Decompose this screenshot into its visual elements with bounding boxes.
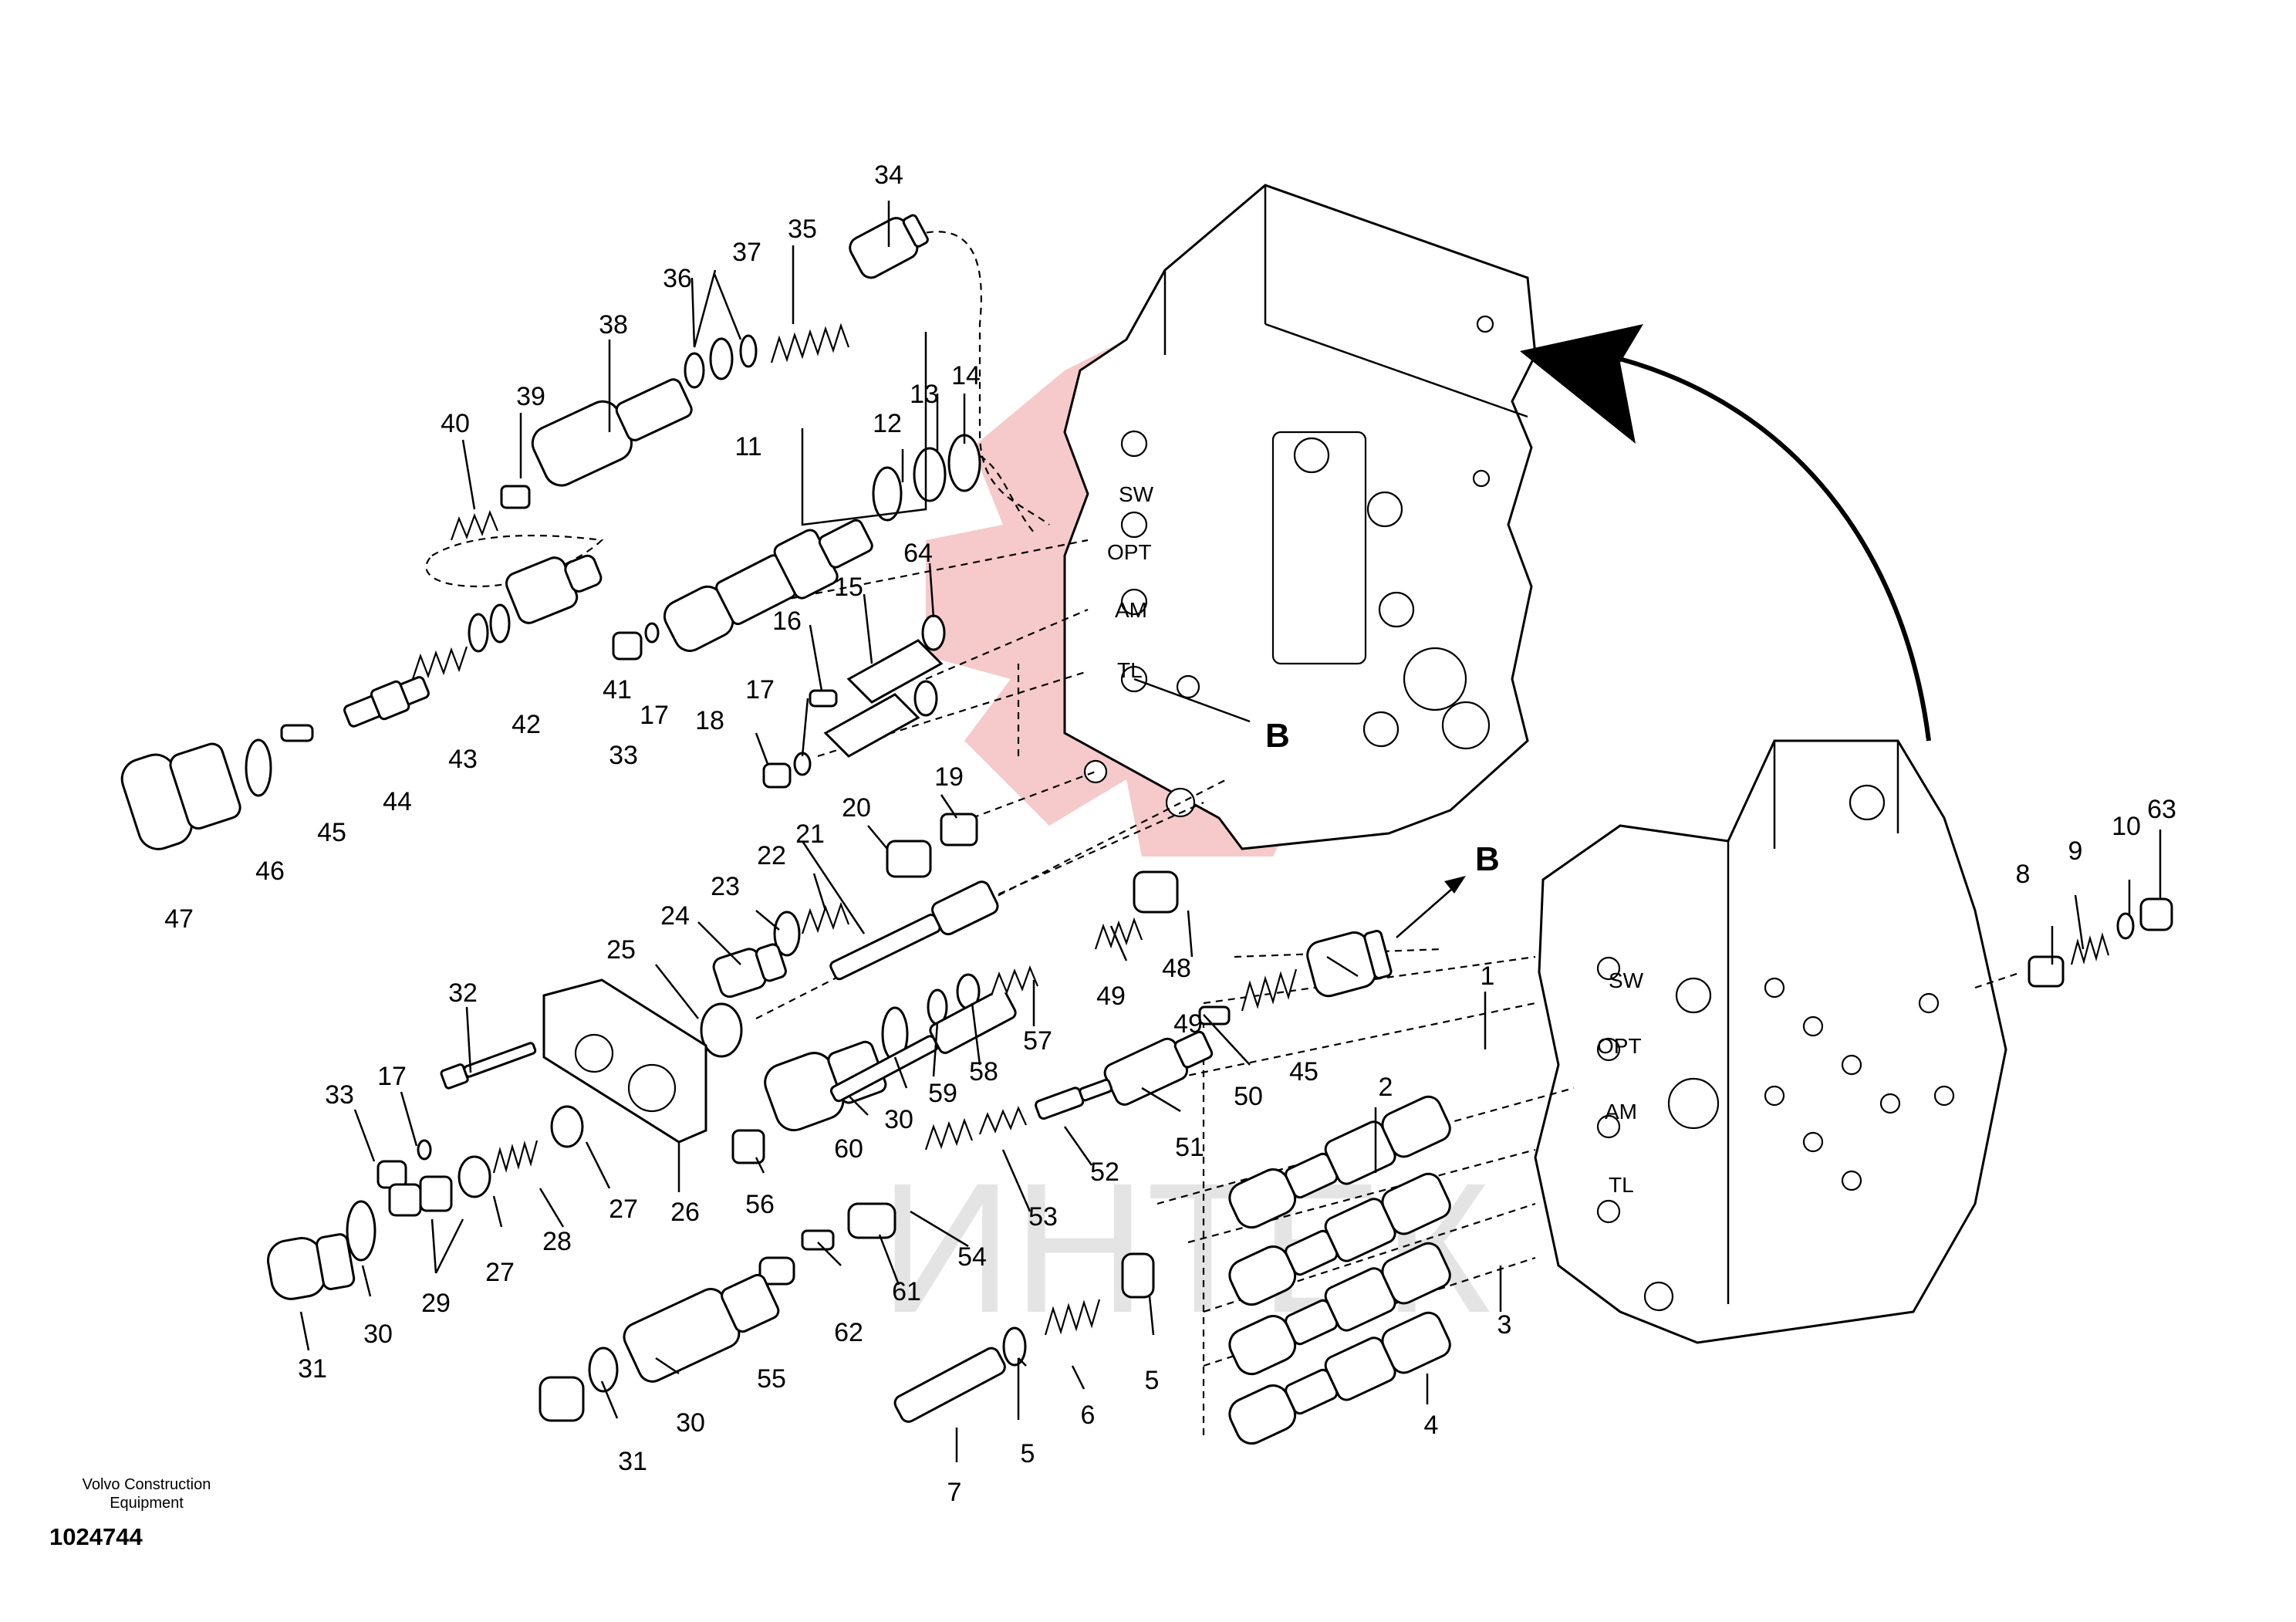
label-part-53: 53 — [1028, 1202, 1058, 1232]
label-part-8: 8 — [2016, 860, 2031, 889]
label-part-25: 25 — [606, 935, 636, 965]
label-part-38: 38 — [599, 310, 628, 340]
label-part-28: 28 — [542, 1227, 572, 1256]
label-part-63: 63 — [2147, 795, 2176, 824]
label-part-29: 29 — [421, 1289, 451, 1318]
label-part-7: 7 — [947, 1478, 962, 1507]
label-part-13: 13 — [910, 380, 939, 409]
label-part-51: 51 — [1175, 1133, 1204, 1162]
label-part-17-lower: 17 — [377, 1062, 407, 1091]
label-part-5-lower: 5 — [1021, 1439, 1035, 1468]
label-part-33-upper: 33 — [609, 741, 638, 770]
label-part-17-mid: 17 — [745, 675, 775, 705]
port-label-opt-lower: OPT — [1597, 1034, 1642, 1058]
port-label-tl-lower: TL — [1609, 1173, 1634, 1197]
label-part-15: 15 — [834, 573, 863, 602]
part-labels: 34 35 37 36 38 39 40 11 12 13 14 64 15 1… — [164, 161, 2176, 1507]
label-part-47: 47 — [164, 904, 194, 934]
label-part-62: 62 — [834, 1318, 863, 1347]
parts-drawings — [120, 214, 2173, 1445]
label-part-27-right: 27 — [609, 1195, 638, 1224]
label-part-19: 19 — [934, 762, 964, 792]
label-part-55: 55 — [757, 1364, 786, 1394]
label-part-1: 1 — [1481, 961, 1495, 991]
upper-valve-body: SW OPT AM TL B — [1063, 184, 1537, 850]
label-part-52: 52 — [1090, 1157, 1119, 1187]
port-label-am-upper: AM — [1115, 598, 1147, 622]
label-part-17-upper: 17 — [640, 701, 669, 730]
label-part-5-upper: 5 — [1145, 1366, 1160, 1395]
label-part-61: 61 — [892, 1277, 921, 1306]
label-part-39: 39 — [516, 382, 545, 411]
label-part-27-left: 27 — [485, 1258, 515, 1287]
label-part-30-mid: 30 — [884, 1105, 913, 1134]
label-part-37: 37 — [732, 238, 761, 267]
label-part-30-left: 30 — [363, 1320, 393, 1349]
label-part-45-right: 45 — [1289, 1057, 1319, 1086]
label-part-24: 24 — [660, 901, 690, 931]
label-part-50: 50 — [1234, 1082, 1263, 1111]
document-number: 1024744 — [49, 1523, 143, 1550]
manufacturer-line-2: Equipment — [110, 1495, 184, 1512]
label-part-56: 56 — [745, 1190, 775, 1219]
watermark-text: ИНТЕК — [880, 1144, 1491, 1351]
label-part-49-mid: 49 — [1096, 982, 1126, 1011]
manufacturer-line-1: Volvo Construction — [82, 1476, 211, 1493]
footer: Volvo Construction Equipment 1024744 — [46, 1475, 247, 1551]
label-part-12: 12 — [873, 409, 902, 438]
port-label-am-lower: AM — [1605, 1100, 1637, 1124]
label-part-23: 23 — [711, 872, 740, 901]
lower-valve-body: SW OPT AM TL B — [1396, 739, 2007, 1344]
label-part-44: 44 — [383, 787, 412, 816]
port-label-sw-lower: SW — [1609, 968, 1644, 992]
label-part-3: 3 — [1497, 1310, 1512, 1340]
port-label-sw-upper: SW — [1119, 482, 1154, 506]
label-part-40: 40 — [441, 409, 470, 438]
label-part-4: 4 — [1424, 1411, 1439, 1440]
label-part-32: 32 — [448, 978, 478, 1008]
label-part-45-left: 45 — [317, 818, 346, 847]
label-part-6: 6 — [1081, 1401, 1096, 1430]
label-part-35: 35 — [788, 215, 817, 244]
label-part-2: 2 — [1379, 1073, 1393, 1102]
label-part-64: 64 — [903, 539, 933, 568]
label-part-26: 26 — [670, 1198, 700, 1227]
label-part-11: 11 — [734, 432, 761, 461]
label-part-18: 18 — [695, 706, 724, 735]
label-part-20: 20 — [842, 793, 871, 823]
label-part-22: 22 — [757, 841, 786, 870]
label-part-14: 14 — [951, 361, 981, 390]
label-part-16: 16 — [772, 607, 802, 636]
label-part-43: 43 — [448, 745, 478, 774]
label-part-31-left: 31 — [298, 1354, 327, 1384]
port-label-tl-upper: TL — [1117, 658, 1143, 682]
leader-lines — [299, 201, 2162, 1462]
label-part-33-lower: 33 — [325, 1080, 354, 1110]
label-part-30-bottom: 30 — [676, 1408, 705, 1438]
label-part-60: 60 — [834, 1134, 863, 1164]
label-part-46: 46 — [255, 857, 285, 886]
label-part-41: 41 — [603, 675, 632, 705]
label-part-34: 34 — [874, 161, 903, 190]
callout-b-lower: B — [1475, 840, 1500, 878]
label-part-21: 21 — [795, 819, 825, 849]
label-part-48-mid: 48 — [1162, 954, 1191, 983]
label-part-31-bottom: 31 — [618, 1447, 647, 1476]
callout-b-upper: B — [1265, 717, 1290, 755]
label-part-59: 59 — [928, 1079, 957, 1108]
rotation-arrow — [1520, 324, 1931, 742]
label-part-10: 10 — [2112, 812, 2141, 841]
label-part-54: 54 — [957, 1242, 987, 1272]
label-part-58: 58 — [969, 1057, 998, 1086]
label-part-42: 42 — [512, 710, 541, 739]
port-label-opt-upper: OPT — [1107, 540, 1152, 564]
label-part-9: 9 — [2068, 836, 2083, 866]
label-part-57: 57 — [1023, 1026, 1052, 1056]
label-part-36: 36 — [663, 264, 692, 293]
label-part-49-right: 49 — [1173, 1009, 1203, 1039]
